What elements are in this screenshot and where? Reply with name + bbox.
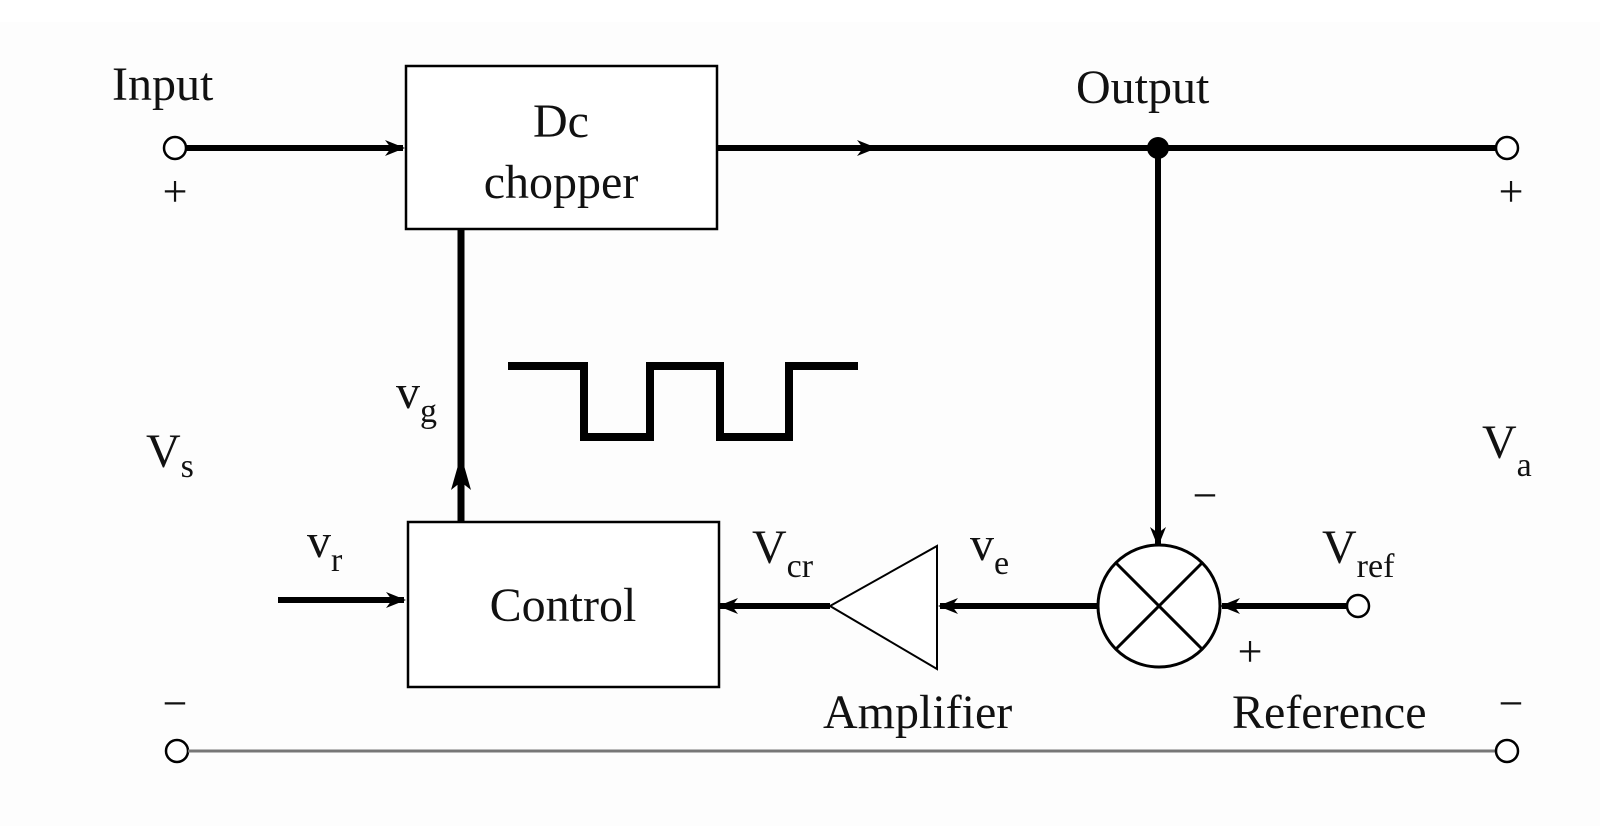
top-strip xyxy=(0,0,1600,22)
vcr-label: Vcr xyxy=(752,521,814,585)
reference-terminal xyxy=(1345,593,1371,619)
vr-label: vr xyxy=(307,515,343,579)
reference-label: Reference xyxy=(1232,686,1427,739)
chopper-label-line1: Dc xyxy=(533,95,589,148)
output-minus-sign: − xyxy=(1499,679,1524,728)
output-label: Output xyxy=(1076,61,1210,114)
gate-arrowhead xyxy=(451,455,471,490)
summer-plus-sign: + xyxy=(1238,627,1263,676)
summing-junction xyxy=(1096,543,1222,669)
control-label: Control xyxy=(490,579,637,632)
ve-label: ve xyxy=(970,518,1009,582)
amplifier-triangle xyxy=(827,544,938,671)
dc-chopper-block xyxy=(404,64,719,231)
chopper-label-line2: chopper xyxy=(484,156,639,209)
output-plus-sign: + xyxy=(1499,167,1524,216)
input-minus-terminal xyxy=(164,738,190,764)
output-plus-terminal xyxy=(1494,135,1520,161)
control-block xyxy=(406,520,721,689)
output-minus-terminal xyxy=(1494,738,1520,764)
amplifier-label: Amplifier xyxy=(823,686,1012,739)
vg-label: vg xyxy=(396,366,437,430)
input-minus-sign: − xyxy=(163,679,188,728)
summer-minus-sign: − xyxy=(1193,471,1218,520)
gate-pulse-waveform xyxy=(508,362,858,441)
vref-label: Vref xyxy=(1322,521,1395,585)
input-plus-sign: + xyxy=(163,167,188,216)
vs-label: Vs xyxy=(146,425,194,485)
input-label: Input xyxy=(112,58,214,111)
input-plus-terminal xyxy=(162,135,188,161)
va-label: Va xyxy=(1482,416,1532,484)
